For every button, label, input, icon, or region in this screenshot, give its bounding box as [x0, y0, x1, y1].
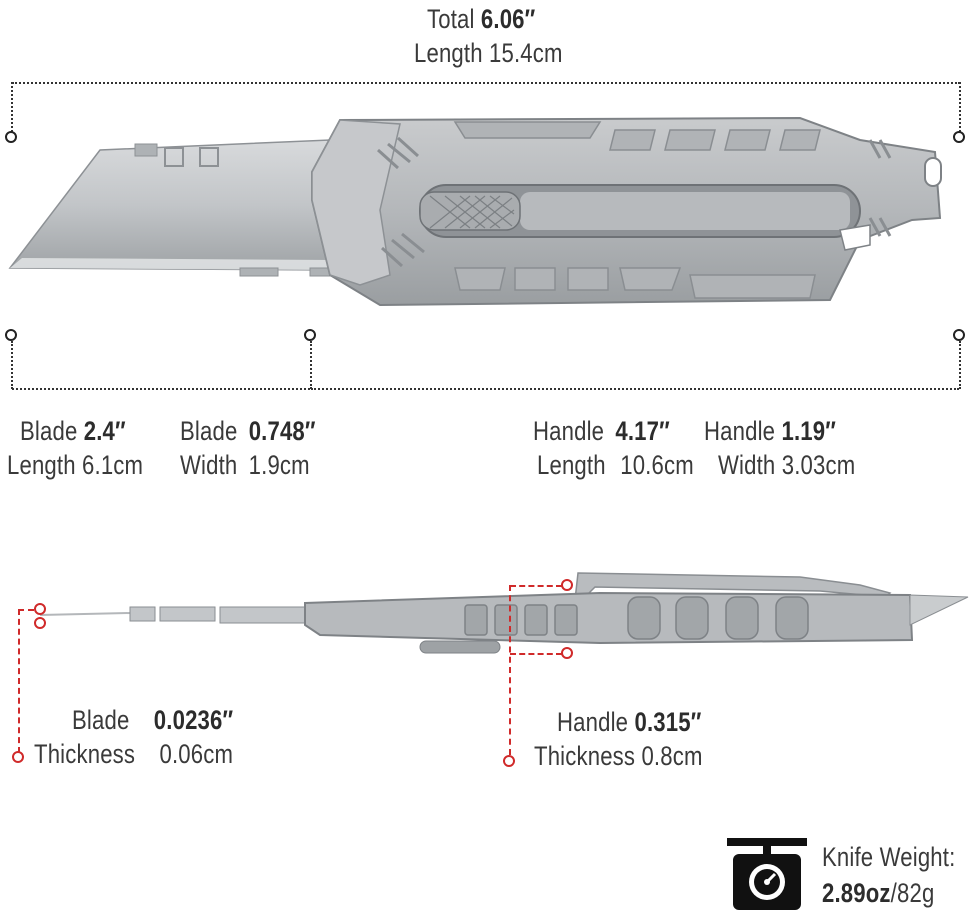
handle-top-body — [304, 591, 914, 645]
handle-right-marker — [953, 329, 965, 341]
blade-thickness-leader — [18, 609, 20, 753]
blade-thickness-cm: 0.06cm — [159, 739, 234, 769]
total-length-label: Length — [414, 38, 483, 68]
blade-width-cm: 1.9cm — [248, 450, 310, 480]
handle-width-cm: 3.03cm — [781, 450, 856, 480]
handle-thickness-inches: 0.315″ — [634, 707, 702, 737]
weight-label: Knife Weight: — [822, 842, 956, 872]
blade-length-line2: Length 6.1cm — [7, 448, 143, 482]
total-label-line2: Length 15.4cm — [414, 36, 563, 70]
blade-thickness-label-marker — [12, 751, 24, 763]
total-right-marker — [953, 131, 965, 143]
weight-title: Knife Weight: — [822, 840, 955, 874]
handle-thickness-top-marker — [561, 579, 573, 591]
handle-length-line — [311, 388, 959, 390]
blade-shape — [8, 139, 336, 271]
handle-thickness-line2: Thickness 0.8cm — [534, 739, 703, 773]
handle-thickness-top-line — [510, 585, 562, 587]
handle-thickness-label-marker — [503, 755, 515, 767]
weight-grams: /82g — [890, 878, 935, 908]
handle-right-tick — [959, 341, 961, 389]
handle-thickness-leader — [509, 585, 511, 755]
blade-thickness-sub-label: Thickness — [34, 739, 136, 769]
handle-thickness-label: Handle — [557, 707, 629, 737]
knife-top-view — [39, 572, 969, 654]
blade-thickness-label: Blade — [72, 705, 130, 735]
scale-icon — [727, 838, 807, 910]
weight-oz: 2.89oz — [822, 878, 891, 908]
handle-thickness-sub-label: Thickness — [534, 741, 636, 771]
blade-length-line — [12, 388, 310, 390]
blade-length-label: Blade — [20, 416, 78, 446]
blade-width-label: Blade — [180, 416, 238, 446]
blade-length-line1: Blade 2.4″ — [20, 414, 126, 448]
blade-width-line2: Width 1.9cm — [180, 448, 310, 482]
blade-length-inches: 2.4″ — [83, 416, 126, 446]
handle-thickness-bottom-marker — [561, 647, 573, 659]
weight-value: 2.89oz/82g — [822, 876, 934, 910]
total-left-marker — [5, 131, 17, 143]
handle-width-sub-label: Width — [718, 450, 776, 480]
blade-right-tick — [310, 341, 312, 389]
total-label: Total — [427, 4, 475, 34]
handle-length-label: Handle — [533, 416, 605, 446]
blade-thickness-line2: Thickness 0.06cm — [34, 737, 233, 771]
blade-left-marker — [5, 329, 17, 341]
blade-thickness-top-marker — [34, 603, 46, 615]
total-left-tick — [11, 82, 13, 132]
knife-side-view — [8, 116, 942, 307]
handle-width-line1: Handle 1.19″ — [704, 414, 836, 448]
blade-width-sub-label: Width — [180, 450, 238, 480]
thumb-slider — [419, 191, 521, 231]
blade-thickness-top-line — [18, 609, 34, 611]
total-dimension-line — [12, 82, 960, 84]
blade-thickness-inches: 0.0236″ — [153, 705, 234, 735]
handle-length-line2: Length 10.6cm — [537, 448, 694, 482]
handle-length-line1: Handle 4.17″ — [533, 414, 670, 448]
blade-length-cm: 6.1cm — [82, 450, 144, 480]
handle-length-sub-label: Length — [537, 450, 606, 480]
handle-width-inches: 1.19″ — [781, 416, 836, 446]
blade-width-line1: Blade 0.748″ — [180, 414, 316, 448]
total-label-line1: Total 6.06″ — [427, 2, 535, 36]
handle-thickness-bottom-line — [510, 653, 562, 655]
total-inches: 6.06″ — [480, 4, 536, 34]
blade-right-marker — [304, 329, 316, 341]
blade-width-inches: 0.748″ — [248, 416, 316, 446]
handle-width-line2: Width 3.03cm — [718, 448, 855, 482]
handle-thickness-cm: 0.8cm — [641, 741, 703, 771]
total-cm: 15.4cm — [489, 38, 563, 68]
handle-width-label: Handle — [704, 416, 776, 446]
handle-length-inches: 4.17″ — [615, 416, 670, 446]
handle-thickness-line1: Handle 0.315″ — [557, 705, 701, 739]
blade-thickness-line1: Blade 0.0236″ — [72, 703, 233, 737]
blade-left-tick — [11, 341, 13, 389]
handle-length-cm: 10.6cm — [620, 450, 694, 480]
total-right-tick — [959, 82, 961, 132]
blade-thickness-bottom-marker — [34, 617, 46, 629]
blade-length-sub-label: Length — [7, 450, 76, 480]
